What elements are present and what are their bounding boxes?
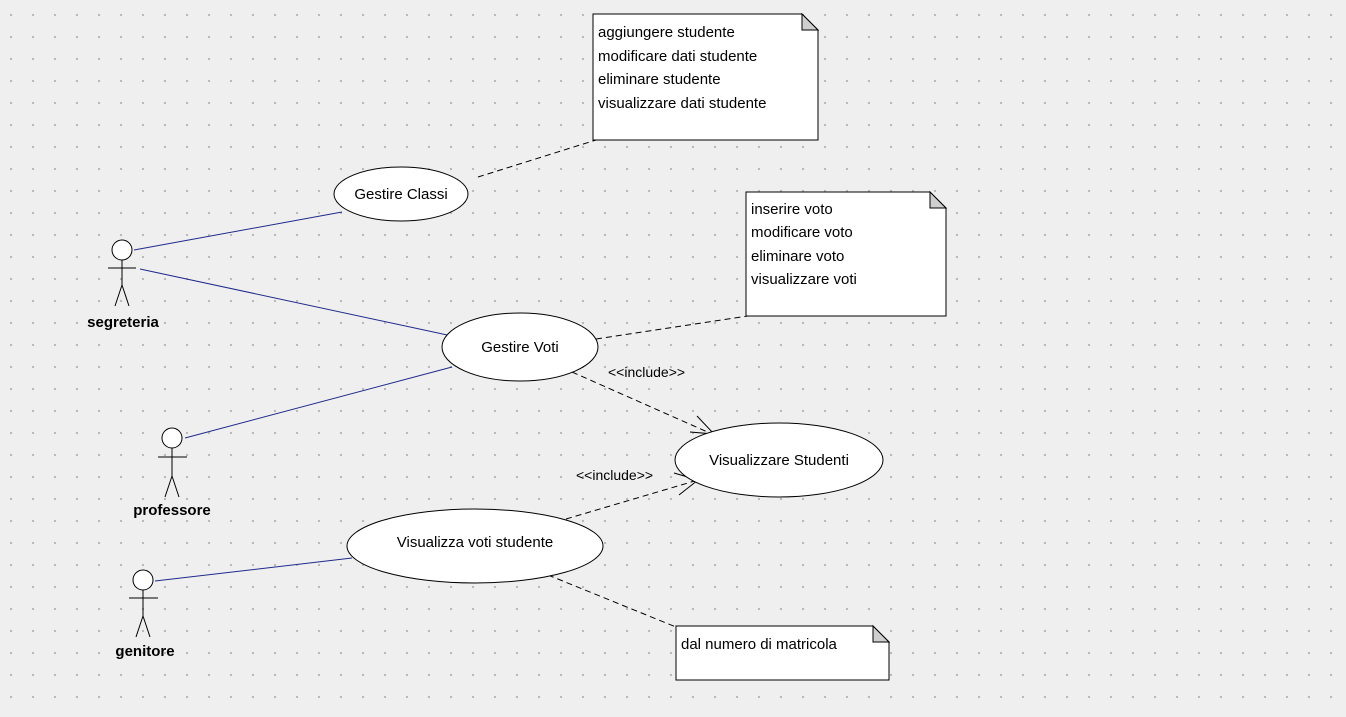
usecase-visualizzare-studenti[interactable]: Visualizzare Studenti (674, 422, 884, 498)
actor-genitore[interactable]: genitore (115, 569, 175, 660)
note-classi[interactable]: aggiungere studente modificare dati stud… (592, 12, 820, 141)
note-classi-line-2: modificare dati studente (598, 48, 757, 65)
actor-segreteria-label: segreteria (87, 314, 159, 331)
note-matricola[interactable]: dal numero di matricola (675, 624, 891, 681)
association-segreteria-gestire-classi[interactable] (133, 211, 343, 251)
actor-professore[interactable]: professore (133, 427, 211, 519)
usecase-gestire-voti[interactable]: Gestire Voti (441, 312, 599, 382)
note-anchor-voti[interactable] (595, 315, 749, 340)
usecase-visualizza-voti-studente-label: Visualizza voti studente (397, 534, 553, 551)
note-voti[interactable]: inserire voto modificare voto eliminare … (745, 190, 948, 317)
note-classi-line-4: visualizzare dati studente (598, 95, 766, 112)
include-dependency-gestire-voti[interactable] (571, 371, 716, 435)
note-voti-line-2: modificare voto (751, 224, 853, 241)
association-segreteria-gestire-voti[interactable] (139, 268, 453, 337)
actor-professore-head (161, 427, 183, 449)
usecase-gestire-classi-label: Gestire Classi (354, 186, 447, 203)
note-voti-line-4: visualizzare voti (751, 271, 857, 288)
include-label-2: <<include>> (576, 467, 653, 483)
actor-genitore-label: genitore (115, 643, 174, 660)
usecase-gestire-classi[interactable]: Gestire Classi (333, 166, 469, 222)
usecase-gestire-voti-label: Gestire Voti (481, 339, 559, 356)
include-label-1: <<include>> (608, 364, 685, 380)
actor-segreteria-head (111, 239, 133, 261)
actor-professore-label: professore (133, 502, 211, 519)
actor-segreteria[interactable]: segreteria (87, 239, 160, 331)
note-voti-line-1: inserire voto (751, 201, 833, 218)
note-voti-line-3: eliminare voto (751, 248, 844, 265)
usecase-visualizzare-studenti-label: Visualizzare Studenti (709, 452, 849, 469)
usecase-visualizza-voti-studente[interactable]: Visualizza voti studente (346, 508, 604, 584)
note-classi-line-3: eliminare studente (598, 71, 721, 88)
note-classi-line-1: aggiungere studente (598, 24, 735, 41)
association-professore-gestire-voti[interactable] (184, 366, 453, 439)
association-genitore-visualizza-voti[interactable] (154, 557, 353, 582)
actor-genitore-head (132, 569, 154, 591)
note-anchor-matricola[interactable] (547, 574, 677, 628)
note-anchor-classi[interactable] (477, 139, 597, 178)
note-matricola-line-1: dal numero di matricola (681, 636, 838, 653)
